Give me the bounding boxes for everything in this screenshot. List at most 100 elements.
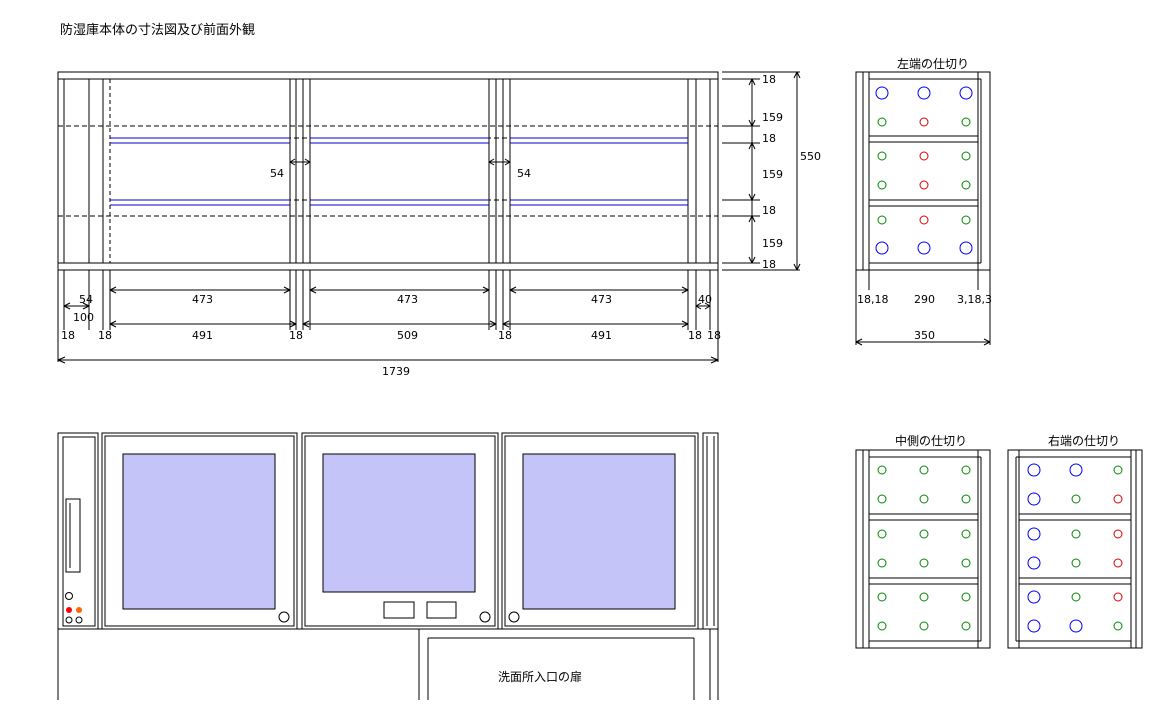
middle-partition-title: 中側の仕切り	[895, 433, 967, 448]
dim-473-a: 473	[192, 293, 213, 306]
shelf-pin-hole-large	[959, 241, 973, 255]
dim-1739-total: 1739	[382, 365, 410, 378]
shelf-pin-hole	[961, 529, 971, 539]
door-left-knob[interactable]	[278, 611, 290, 623]
shelf-pin-hole	[961, 465, 971, 475]
width-dimension-lines	[57, 270, 719, 364]
shelf-pin-hole	[877, 529, 887, 539]
door-left-glass	[122, 453, 276, 610]
shelf-pin-hole	[919, 180, 929, 190]
dim-290: 290	[914, 293, 935, 306]
shelf-pin-hole	[961, 592, 971, 602]
door-right-knob[interactable]	[508, 611, 520, 623]
shelf-pin-hole	[877, 465, 887, 475]
dim-18-shelf1: 18	[762, 132, 776, 145]
shelf-pin-hole-large	[875, 241, 889, 255]
shelf-pin-hole	[919, 592, 929, 602]
shelf-pin-hole	[961, 215, 971, 225]
dim-491-a: 491	[192, 329, 213, 342]
shelf-pin-hole	[919, 215, 929, 225]
shelf-pin-hole	[961, 180, 971, 190]
shelf-pin-hole	[919, 117, 929, 127]
shelf-pin-hole	[961, 494, 971, 504]
partition-depth-arrows	[289, 158, 511, 166]
washroom-door-label: 洗面所入口の扉	[498, 670, 582, 684]
shelf-pin-hole	[919, 558, 929, 568]
shelf-pin-hole	[877, 215, 887, 225]
control-panel	[57, 432, 99, 630]
dim-54-right: 54	[517, 167, 531, 180]
shelf-pin-hole	[877, 117, 887, 127]
drawing-title: 防湿庫本体の寸法図及び前面外観	[60, 22, 255, 38]
dim-3-18-3: 3,18,3	[957, 293, 992, 306]
door-center-glass	[322, 453, 476, 593]
hygrometer-right	[426, 601, 457, 619]
shelf-pin-hole-large	[959, 86, 973, 100]
height-dimension-lines	[722, 71, 801, 271]
shelf-pin-hole-large	[1027, 590, 1041, 604]
door-center-knob[interactable]	[479, 611, 491, 623]
dim-18-a: 18	[61, 329, 75, 342]
shelf-pin-hole	[919, 151, 929, 161]
dim-350: 350	[914, 329, 935, 342]
dim-40: 40	[698, 293, 712, 306]
dim-18-b: 18	[98, 329, 112, 342]
dim-18-bottom: 18	[762, 258, 776, 271]
power-button[interactable]	[65, 592, 73, 600]
shelf-pin-hole-large	[1069, 463, 1083, 477]
right-end-partition	[1007, 449, 1143, 649]
shelf-pin-hole-large	[1027, 463, 1041, 477]
dim-18-d: 18	[498, 329, 512, 342]
shelf-pin-hole	[1113, 621, 1123, 631]
right-end-partition-title: 右端の仕切り	[1048, 433, 1120, 448]
cabinet-front-view	[57, 432, 719, 700]
cabinet-outline	[57, 71, 719, 271]
shelf-pin-hole	[1113, 465, 1123, 475]
door-right-glass	[522, 453, 676, 610]
led-red	[66, 607, 72, 613]
middle-partition-holes	[877, 465, 971, 631]
dim-18-top: 18	[762, 73, 776, 86]
dim-159-middle: 159	[762, 168, 783, 181]
shelf-pin-hole	[1071, 494, 1081, 504]
dim-18-18: 18,18	[857, 293, 889, 306]
shelf-pin-hole-large	[1069, 619, 1083, 633]
dim-491-b: 491	[591, 329, 612, 342]
left-end-partition-title: 左端の仕切り	[897, 56, 969, 71]
hygrometer-left	[383, 601, 415, 619]
shelf-pin-hole	[961, 117, 971, 127]
shelf-pin-hole	[919, 529, 929, 539]
shelf-pin-hole-large	[1027, 492, 1041, 506]
left-end-partition	[855, 71, 991, 271]
shelf-pin-hole	[877, 180, 887, 190]
dim-18-c: 18	[289, 329, 303, 342]
shelf-pin-hole	[1113, 558, 1123, 568]
dim-100: 100	[73, 311, 94, 324]
cabinet-plan-view	[57, 71, 719, 271]
shelf-pin-hole-large	[1027, 527, 1041, 541]
shelf-pin-hole-large	[1027, 619, 1041, 633]
shelf-pin-hole	[961, 151, 971, 161]
dim-54-left: 54	[270, 167, 284, 180]
shelf-pin-hole-large	[917, 241, 931, 255]
right-end-holes	[1027, 463, 1123, 633]
middle-partition	[855, 449, 991, 649]
shelf-pin-hole	[1113, 494, 1123, 504]
dim-54-bottom: 54	[79, 293, 93, 306]
dim-550-height: 550	[800, 150, 821, 163]
dim-473-c: 473	[591, 293, 612, 306]
dim-509: 509	[397, 329, 418, 342]
shelf-pin-hole-large	[875, 86, 889, 100]
dim-159-lower: 159	[762, 237, 783, 250]
dim-18-shelf2: 18	[762, 204, 776, 217]
shelf-pin-hole	[1071, 558, 1081, 568]
shelf-pin-hole	[877, 621, 887, 631]
dim-18-f: 18	[707, 329, 721, 342]
shelf-pin-hole	[1071, 529, 1081, 539]
shelves	[110, 137, 688, 206]
dim-18-e: 18	[688, 329, 702, 342]
left-end-dim-lines	[855, 270, 991, 346]
dim-159-upper: 159	[762, 111, 783, 124]
led-orange	[76, 607, 82, 613]
